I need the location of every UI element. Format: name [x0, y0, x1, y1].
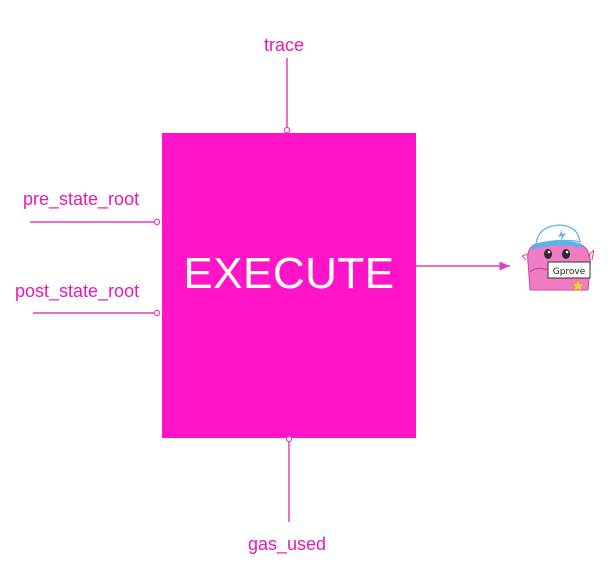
mascot-cap-logo	[558, 230, 566, 242]
mascot-cap-brim	[532, 240, 582, 250]
mascot-icon: Gprove	[522, 224, 594, 292]
mascot-star	[571, 279, 585, 292]
mascot-spikes	[522, 249, 594, 261]
mascot-right-eye	[562, 249, 570, 259]
execute-block: EXECUTE	[162, 133, 416, 438]
gas-used-port	[285, 435, 293, 443]
pre-state-root-label: pre_state_root	[23, 189, 140, 209]
post-state-root-label: post_state_root	[15, 281, 140, 301]
trace-port	[283, 126, 291, 134]
mascot-sign-text: Gprove	[553, 267, 586, 277]
trace-label: trace	[264, 35, 305, 55]
gas-used-label: gas_used	[248, 534, 327, 554]
execute-block-shape	[162, 133, 416, 438]
mascot-left-eye	[544, 249, 552, 259]
pre-state-root-port	[153, 218, 161, 226]
execute-label: EXECUTE	[183, 248, 395, 298]
post-state-root-port	[153, 309, 161, 317]
mascot-arm	[529, 267, 549, 273]
